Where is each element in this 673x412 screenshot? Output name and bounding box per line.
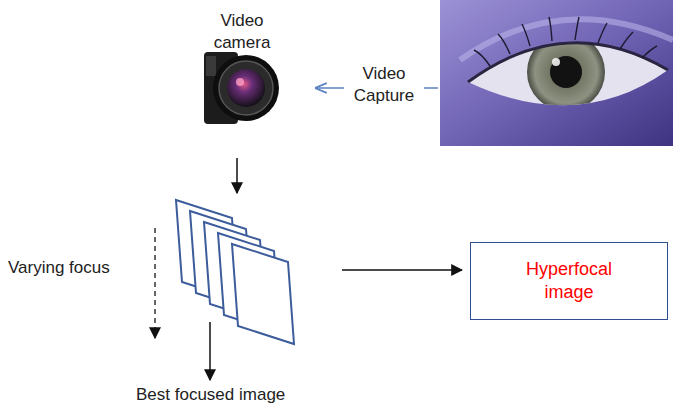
focus-arrow bbox=[154, 228, 156, 338]
lens-glass bbox=[227, 69, 265, 107]
frame-stack bbox=[176, 200, 294, 344]
camera-node: Video camera bbox=[186, 6, 298, 138]
lens-glint bbox=[236, 78, 244, 86]
best-frame-arrow bbox=[209, 322, 211, 380]
pupil bbox=[550, 56, 582, 88]
lens-barrel bbox=[213, 55, 279, 121]
edge-label: Video Capture bbox=[344, 63, 424, 107]
node-text: Hyperfocal image bbox=[514, 258, 624, 305]
camera-icon bbox=[204, 52, 279, 124]
eyelashes bbox=[474, 17, 657, 66]
process-box: Hyperfocal image bbox=[470, 242, 668, 320]
eye-photo bbox=[440, 0, 673, 146]
output-arrow bbox=[342, 269, 462, 271]
down-arrow bbox=[236, 158, 238, 193]
camera-grip bbox=[206, 56, 216, 76]
upper-lid bbox=[468, 43, 668, 82]
lens-ring bbox=[219, 61, 273, 115]
eye-skin bbox=[440, 0, 673, 146]
callout-label: Best focused image bbox=[136, 384, 336, 406]
node-heading: Video camera bbox=[194, 10, 290, 54]
video-frame bbox=[232, 244, 294, 344]
eye-highlight bbox=[552, 58, 560, 66]
axis-label: Varying focus bbox=[8, 257, 138, 279]
